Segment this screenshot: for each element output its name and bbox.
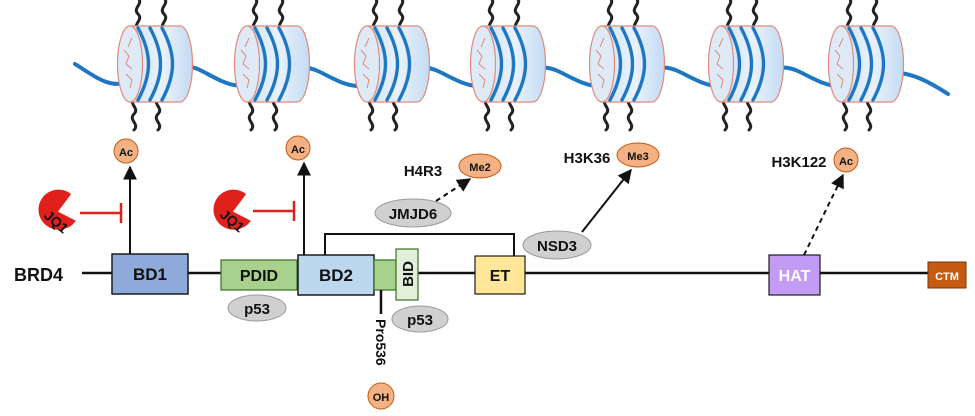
linker-green-segment <box>373 259 397 291</box>
svg-text:NSD3: NSD3 <box>537 238 577 255</box>
svg-text:OH: OH <box>373 392 390 404</box>
bd1-domain: BD1 <box>111 253 189 295</box>
svg-text:ET: ET <box>490 268 511 285</box>
ac-mark-mid: Ac <box>285 135 311 161</box>
pdid-domain: PDID <box>220 259 298 291</box>
svg-text:PDID: PDID <box>240 268 278 285</box>
bd2-domain: BD2 <box>297 254 375 296</box>
svg-text:BID: BID <box>400 261 417 287</box>
jq1-inhibitor-left: JQ1 <box>38 189 123 236</box>
svg-text:BD1: BD1 <box>133 265 167 284</box>
svg-text:p53: p53 <box>244 301 270 318</box>
jmjd6-oval: JMJD6 <box>374 198 452 228</box>
hat-to-ac-arrow <box>803 173 844 256</box>
svg-text:JMJD6: JMJD6 <box>389 206 437 223</box>
svg-text:HAT: HAT <box>779 268 811 285</box>
nucleosome <box>588 0 666 132</box>
h4r3-label: H4R3 <box>404 163 442 180</box>
oh-mark: OH <box>367 382 395 410</box>
svg-text:Ac: Ac <box>291 144 305 156</box>
jmjd6-to-me2-arrow <box>435 178 472 202</box>
nsd3-oval: NSD3 <box>522 230 592 260</box>
svg-text:Me3: Me3 <box>627 151 648 163</box>
h3k122-label: H3K122 <box>771 154 826 171</box>
et-domain: ET <box>474 255 526 295</box>
hat-domain: HAT <box>768 254 821 296</box>
me2-mark: Me2 <box>458 153 502 179</box>
h3k36-label: H3K36 <box>564 150 611 167</box>
svg-text:Me2: Me2 <box>469 162 490 174</box>
nsd3-to-me3-arrow <box>581 168 632 233</box>
nucleosome <box>707 0 785 132</box>
ac-mark-left: Ac <box>113 138 139 164</box>
svg-text:Ac: Ac <box>839 156 853 168</box>
svg-text:CTM: CTM <box>935 271 959 283</box>
me3-mark: Me3 <box>616 142 660 168</box>
svg-text:BD2: BD2 <box>319 266 353 285</box>
nucleosome <box>353 0 431 132</box>
jq1-inhibitor-right: JQ1 <box>213 189 296 235</box>
svg-text:Ac: Ac <box>119 147 133 159</box>
bid-domain: BID <box>395 248 419 301</box>
p53-oval-left: p53 <box>227 294 287 322</box>
nucleosome <box>233 0 311 132</box>
nucleosome-array <box>116 0 905 132</box>
nucleosome <box>116 0 194 132</box>
protein-label: BRD4 <box>14 265 63 285</box>
bd2-et-bracket <box>324 233 515 257</box>
pro536-label: Pro536 <box>373 319 389 366</box>
p53-oval-right: p53 <box>391 305 449 333</box>
ac-mark-right: Ac <box>833 147 859 173</box>
ctm-domain: CTM <box>927 261 967 289</box>
svg-text:p53: p53 <box>407 312 433 329</box>
nucleosome <box>469 0 547 132</box>
nucleosome <box>827 0 905 132</box>
